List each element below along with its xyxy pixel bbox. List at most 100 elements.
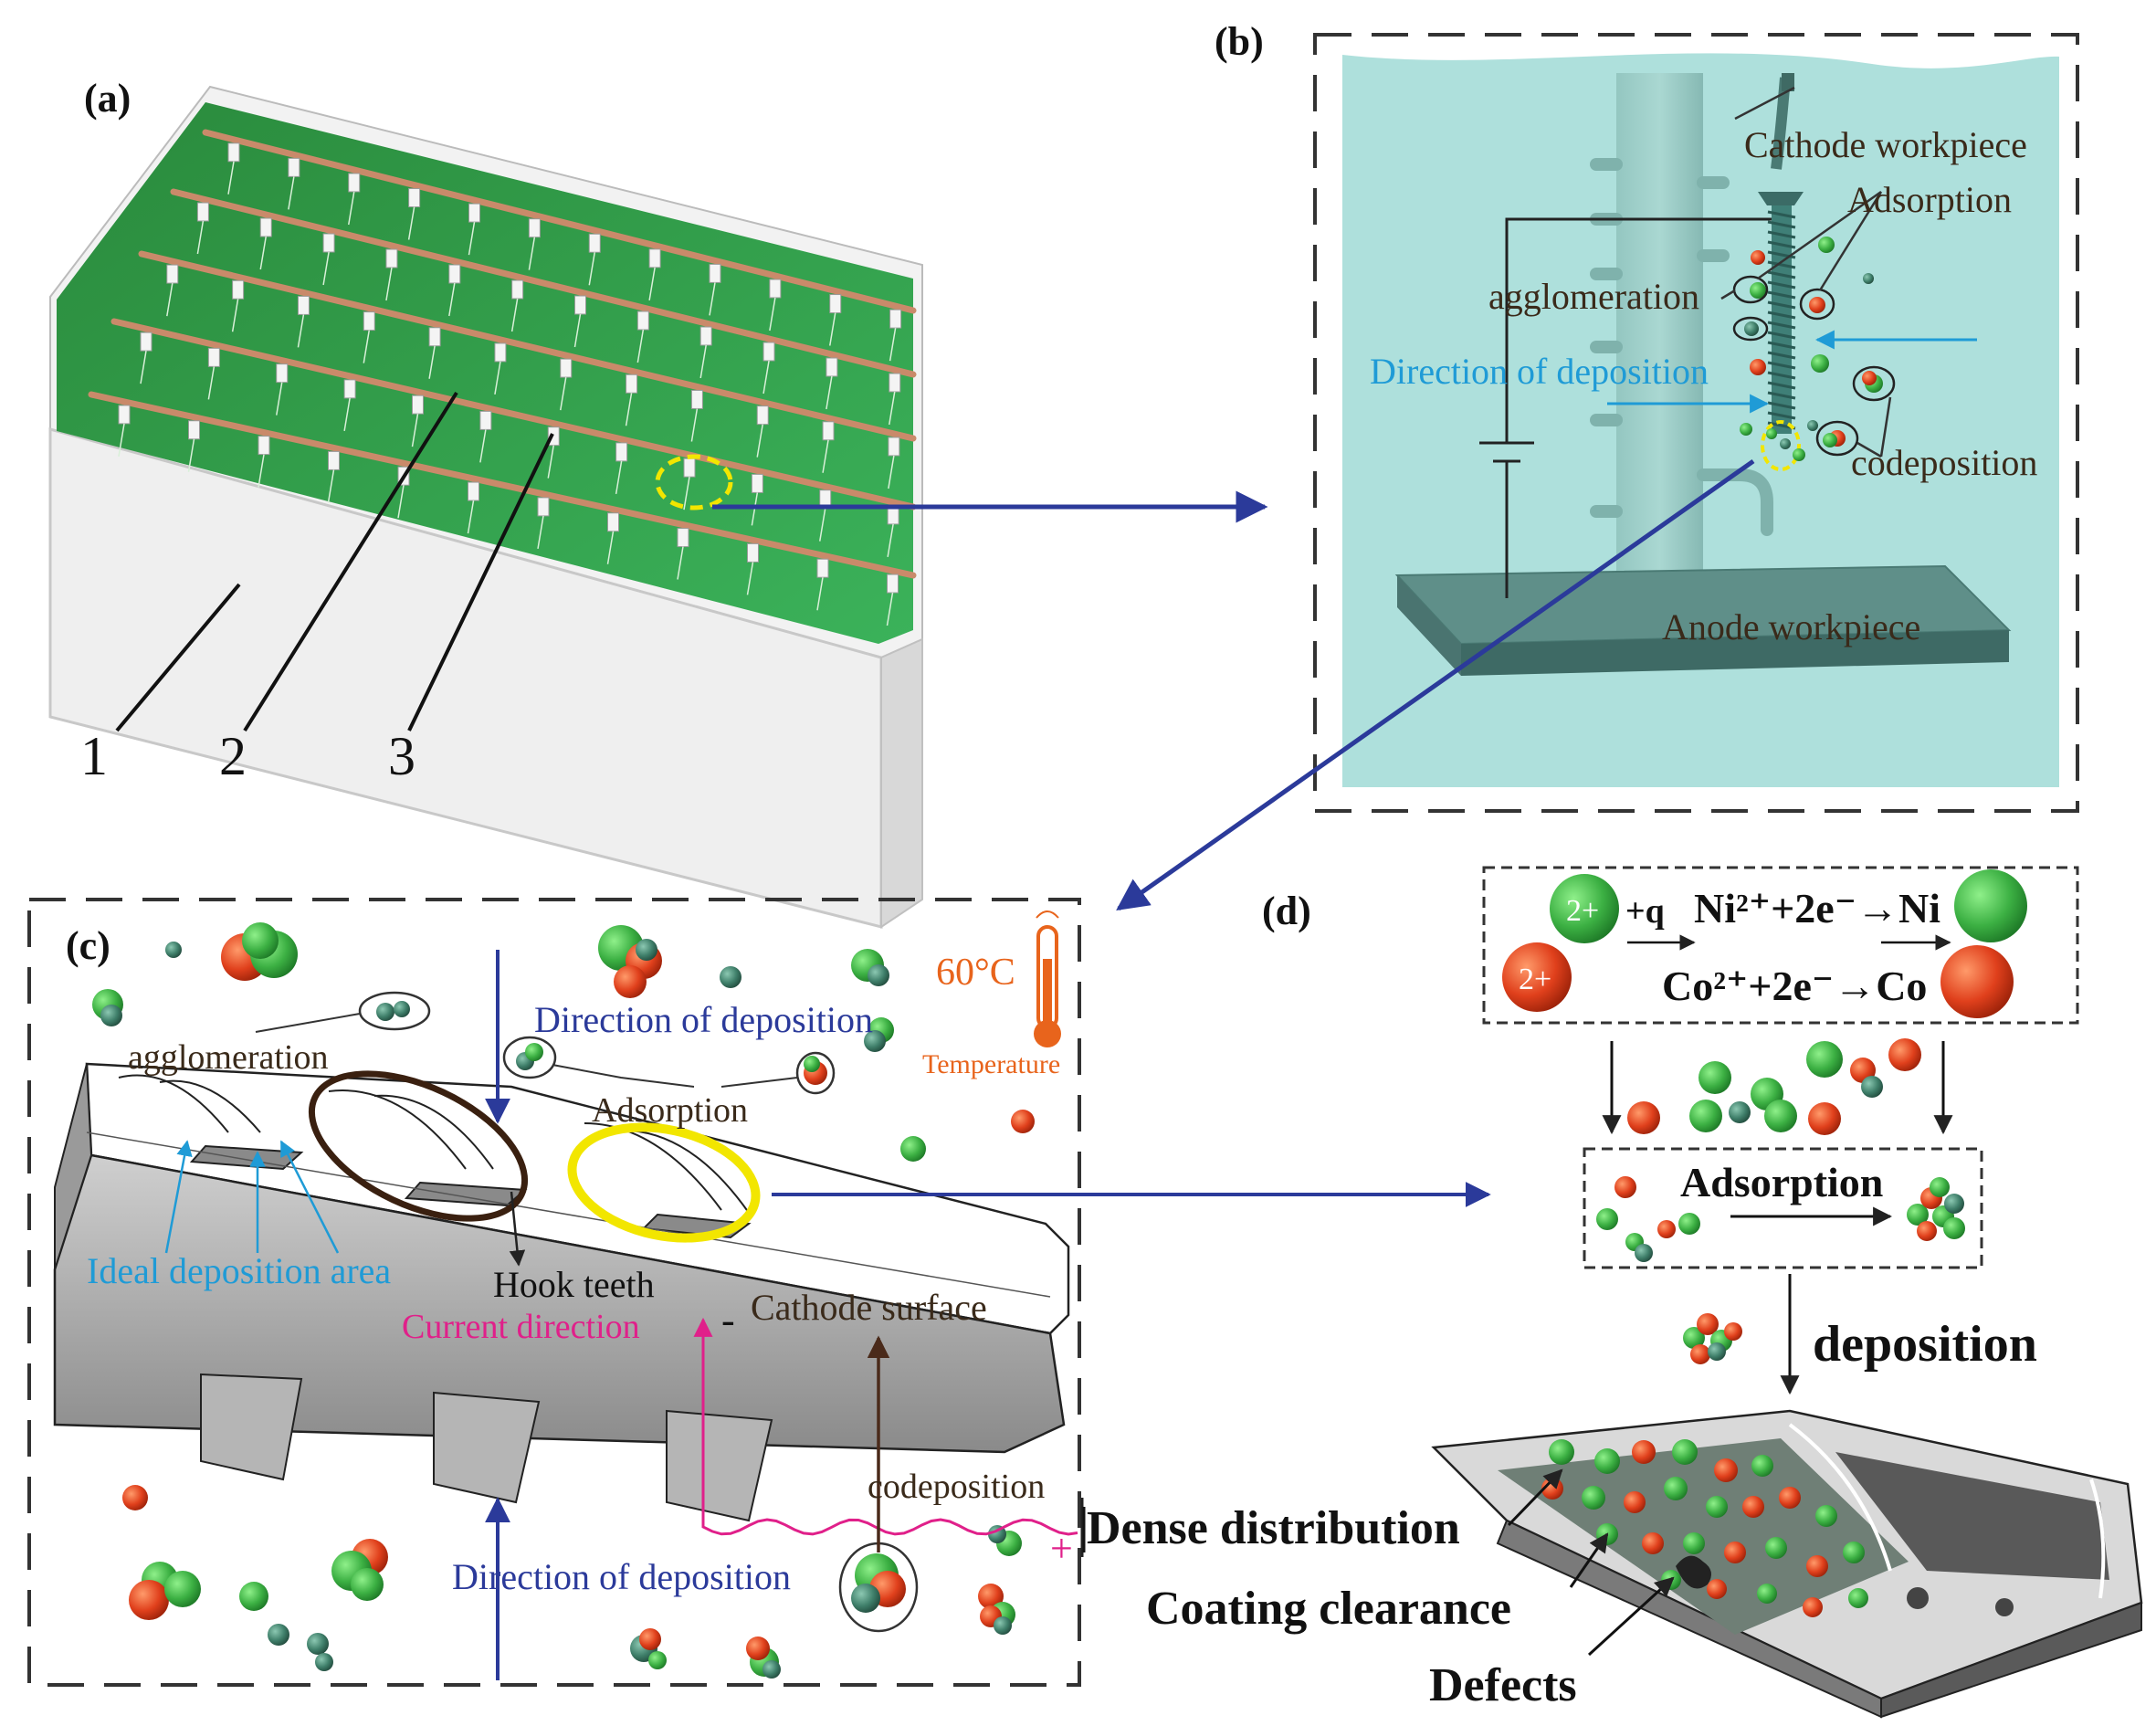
hanger-wire-52 (397, 485, 405, 519)
ideal-area-arrow-1 (164, 1140, 193, 1254)
b-particle-7 (1811, 354, 1829, 373)
d-particle-17 (1907, 1204, 1929, 1226)
d-particle-25 (1697, 1313, 1719, 1335)
d-particle-7 (1729, 1101, 1751, 1123)
hanger-clip-43 (615, 442, 628, 462)
hanger-clip-27 (363, 311, 375, 332)
hanger-wire-3 (407, 206, 415, 240)
screw-thread-8 (1767, 290, 1796, 300)
hanger-clip-18 (574, 295, 586, 315)
c-particle-16 (525, 1043, 543, 1061)
tooth-particle-15 (1642, 1532, 1664, 1554)
hanger-clip-45 (751, 473, 763, 493)
d-particle-20 (1944, 1194, 1964, 1214)
leader-codeposition-2 (1856, 441, 1882, 458)
hanger-wire-19 (636, 329, 645, 363)
label-anode-workpiece: Anode workpiece (1662, 606, 1920, 647)
label-defects: Defects (1429, 1659, 1577, 1711)
hanger-clip-44 (683, 458, 696, 478)
hanger-wire-23 (889, 391, 896, 426)
hanger-wire-28 (428, 345, 436, 379)
tooth-particle-9 (1664, 1477, 1688, 1500)
highlight-circle-b (1761, 420, 1801, 471)
hanger-wire-35 (888, 455, 895, 489)
hanger-clip-20 (699, 326, 712, 346)
screw-thread-19 (1767, 401, 1796, 410)
c-particle-3 (242, 922, 279, 959)
c-particle-36 (648, 1651, 667, 1669)
hanger-clip-24 (166, 264, 179, 284)
d-particle-11 (1614, 1176, 1636, 1198)
d-particle-10 (1861, 1076, 1883, 1098)
tooth-particle-11 (1742, 1496, 1764, 1518)
tooth-particle-5 (1751, 1455, 1773, 1477)
b-particle-6 (1750, 359, 1766, 375)
screw-thread-9 (1767, 300, 1796, 310)
co-ion (1502, 942, 1572, 1012)
hanger-clip-25 (232, 279, 245, 300)
tooth-particle-0 (1549, 1439, 1574, 1465)
ni-ion (1550, 874, 1619, 943)
leader-dense-distribution (1507, 1468, 1563, 1527)
bar-left-end (54, 1063, 93, 1270)
hanger-wire-1 (288, 176, 295, 210)
d-particle-27 (1690, 1344, 1710, 1364)
bottom-tooth-1 (200, 1373, 303, 1481)
hanger-clip-11 (889, 309, 902, 329)
hanger-wire-54 (537, 515, 544, 550)
label-agglomeration-c: agglomeration (128, 1038, 328, 1077)
anode-plate-side (1397, 575, 1461, 676)
d-particle-12 (1596, 1208, 1618, 1230)
agglomeration-circle-2 (1732, 316, 1769, 342)
hanger-clip-16 (448, 264, 461, 284)
hanger-wire-0 (227, 161, 235, 195)
tooth-particle-22 (1707, 1579, 1727, 1599)
tooth-particle-3 (1672, 1439, 1698, 1465)
hanger-wire-56 (677, 546, 684, 580)
hanger-clip-59 (887, 574, 899, 594)
tooth-particle-2 (1632, 1440, 1656, 1464)
leader-agglomeration (1720, 289, 1736, 300)
tooth-particle-17 (1724, 1542, 1746, 1563)
leader-adsorption-c1 (552, 1064, 695, 1088)
c-particle-48 (994, 1616, 1012, 1635)
coating-area-2 (1835, 1452, 2109, 1580)
hanger-wire-49 (187, 438, 195, 472)
label-agglomeration-b: agglomeration (1488, 276, 1699, 317)
label-deposition: deposition (1813, 1316, 2037, 1373)
hanger-clip-26 (297, 295, 310, 315)
callout-line-2 (243, 391, 458, 732)
hanger-clip-0 (227, 142, 240, 163)
ni-ion-charge: 2+ (1566, 894, 1599, 928)
hanger-clip-58 (816, 558, 829, 578)
adsorption-box (1583, 1147, 1983, 1269)
d-particle-5 (1627, 1101, 1660, 1134)
hanger-wire-44 (683, 477, 690, 510)
hanger-wire-38 (276, 382, 283, 416)
codeposition-circle-2 (1815, 420, 1859, 457)
b-particle-4 (1863, 273, 1874, 284)
adsorption-circle-c2 (795, 1051, 836, 1095)
c-particle-33 (351, 1568, 384, 1601)
bottom-tooth-3 (666, 1409, 773, 1522)
hanger-clip-56 (677, 528, 689, 548)
leader-cathode (1734, 86, 1795, 121)
c-particle-9 (636, 939, 657, 961)
tooth-particle-18 (1765, 1537, 1787, 1559)
rail-4 (110, 318, 917, 510)
hanger-wire-43 (615, 460, 623, 495)
d-particle-8 (1764, 1100, 1797, 1132)
panel-b: (b) (1116, 19, 2079, 911)
c-particle-0 (165, 942, 182, 958)
tooth-particle-10 (1706, 1496, 1728, 1518)
hanger-wire-9 (769, 297, 776, 332)
screw-thread-17 (1767, 381, 1796, 390)
hanger-wire-6 (588, 252, 595, 286)
d-particle-2 (1806, 1041, 1843, 1078)
hanger-clip-13 (259, 217, 272, 237)
agglomeration-circle-c (358, 991, 431, 1031)
hangers (118, 142, 902, 626)
callout-label-3: 3 (388, 726, 415, 786)
hanger-clip-12 (196, 202, 209, 222)
hanger-wire-55 (606, 531, 615, 564)
